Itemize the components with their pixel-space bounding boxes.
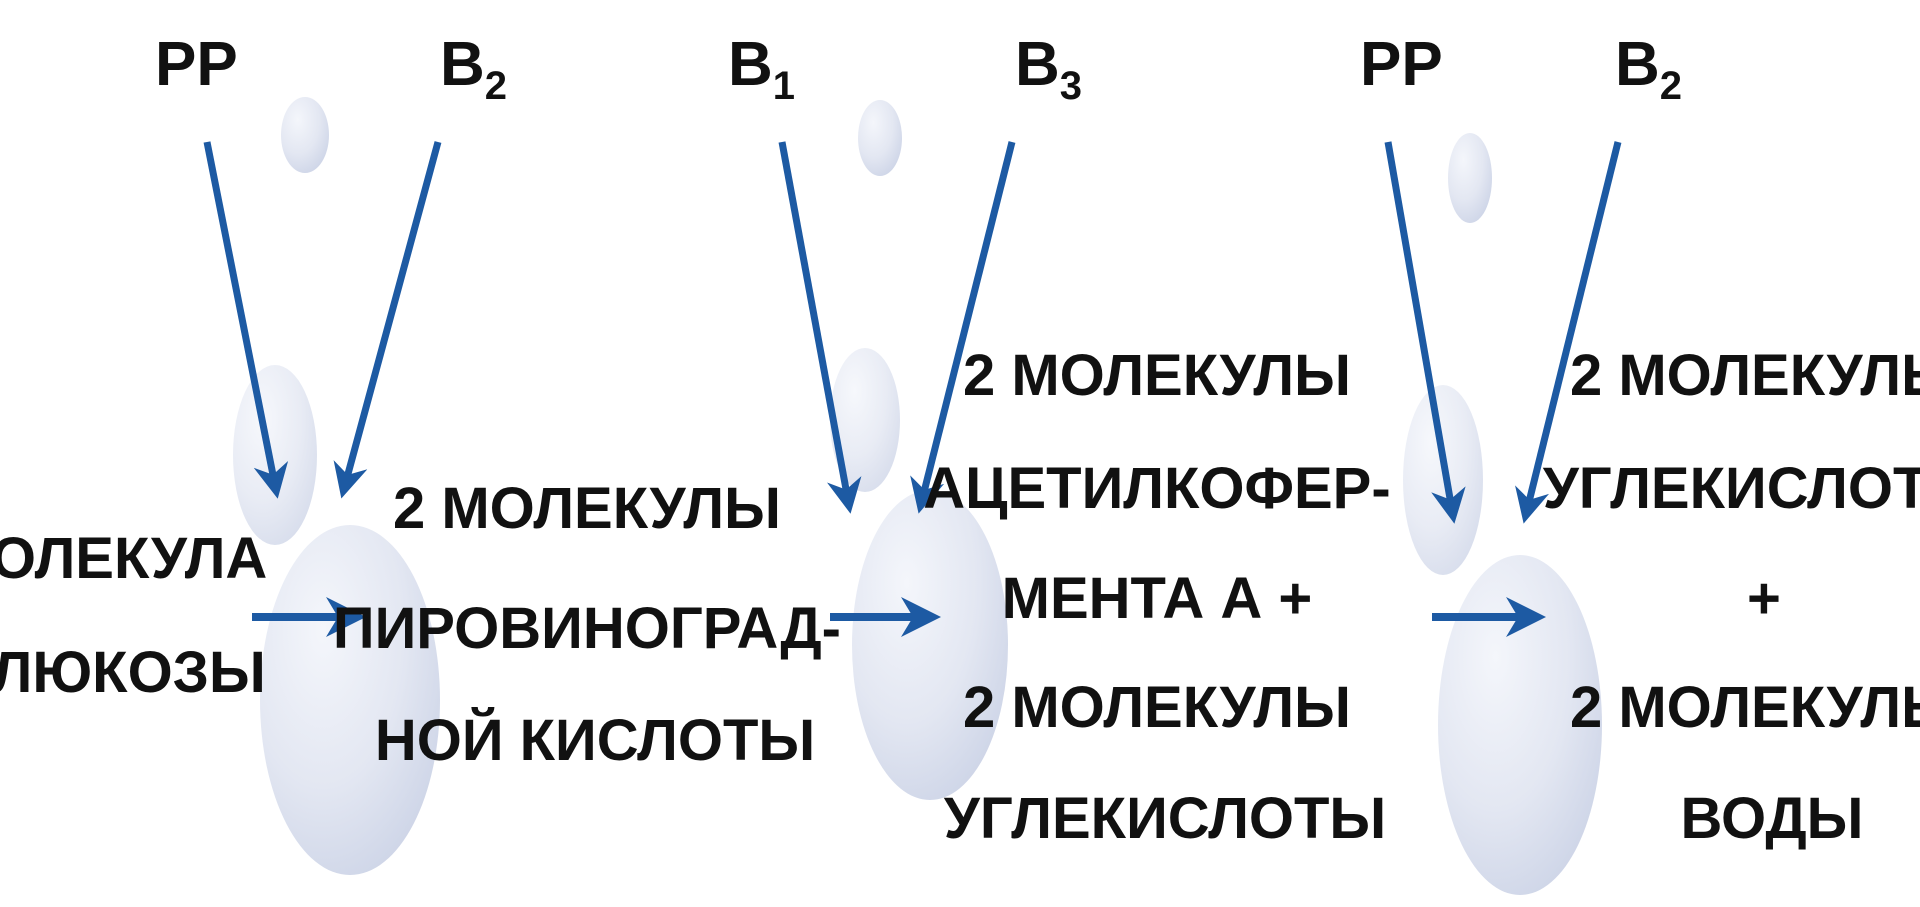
vitamin-arrow [782, 142, 848, 500]
sphere-decoration [858, 100, 902, 176]
input-label: МОЛЕКУЛА ГЛЮКОЗЫ [0, 526, 283, 705]
stage-1: PP B2 МОЛЕКУЛА ГЛЮКОЗЫ 2 МОЛЕКУЛЫ ПИРОВИ… [0, 30, 857, 875]
stage-2: B1 B3 2 МОЛЕКУЛЫ АЦЕТИЛКОФЕР- МЕНТА А + … [728, 30, 1407, 851]
vitamin-arrow [345, 142, 438, 485]
sphere-decoration [260, 525, 440, 875]
output-label: 2 МОЛЕКУЛЫ УГЛЕКИСЛОТЫ + 2 МОЛЕКУЛЫ ВОДЫ [1543, 343, 1920, 851]
vitamin-label: B2 [440, 30, 507, 108]
sphere-decoration [281, 97, 329, 173]
vitamin-arrow [1527, 142, 1618, 510]
vitamin-arrow [922, 142, 1012, 500]
sphere-decoration [1403, 385, 1483, 575]
vitamin-label: PP [1360, 30, 1443, 99]
vitamin-label: B2 [1615, 30, 1682, 108]
sphere-decoration [1448, 133, 1492, 223]
output-label: 2 МОЛЕКУЛЫ ПИРОВИНОГРАД- НОЙ КИСЛОТЫ [333, 476, 857, 773]
vitamin-label: PP [155, 30, 238, 99]
vitamin-label: B1 [728, 30, 795, 108]
stage-3: PP B2 2 МОЛЕКУЛЫ УГЛЕКИСЛОТЫ + 2 МОЛЕКУЛ… [1360, 30, 1920, 895]
vitamin-label: B3 [1015, 30, 1082, 108]
sphere-decoration [233, 365, 317, 545]
sphere-decoration [852, 490, 1008, 800]
